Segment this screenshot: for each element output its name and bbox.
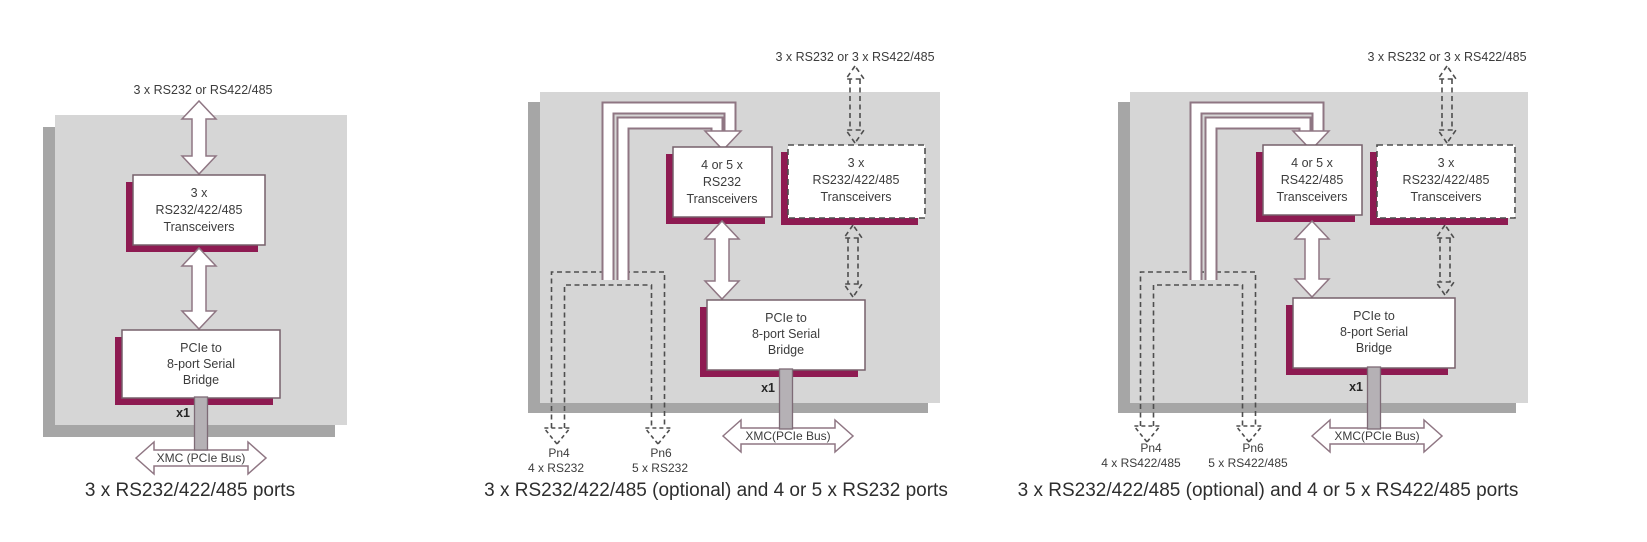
main-transceiver-line2: RS232 [703, 175, 741, 189]
pn6-arrowhead [643, 427, 673, 446]
front-io-arrow [180, 99, 218, 176]
pn6-arrowhead [1234, 425, 1264, 444]
main-transceiver-line3: Transceivers [686, 192, 757, 206]
lane-width-label: x1 [1349, 380, 1363, 394]
pn6-detail: 5 x RS422/485 [1208, 456, 1288, 470]
bridge-box [706, 299, 866, 371]
optional-transceiver-line2: RS232/422/485 [1403, 173, 1490, 187]
transceiver-bridge-arrow [1293, 219, 1331, 299]
rear-io-dashed-arrow [1436, 64, 1458, 145]
pn4-detail: 4 x RS232 [528, 461, 584, 475]
optional-transceiver-line2: RS232/422/485 [813, 173, 900, 187]
pn4-detail: 4 x RS422/485 [1101, 456, 1181, 470]
optional-transceiver-box [787, 144, 926, 219]
bridge-label-line3: Bridge [183, 373, 219, 387]
xmc-bus-label: XMC (PCIe Bus) [157, 451, 246, 465]
pn6-name: Pn6 [1242, 441, 1264, 455]
rear-io-label: 3 x RS232 or 3 x RS422/485 [775, 50, 934, 64]
lane-width-label: x1 [176, 406, 190, 420]
pn4-name: Pn4 [1140, 441, 1162, 455]
rear-pipe-inner [563, 284, 653, 428]
diagram-rs232-variant: 3 x RS232 or 3 x RS422/485 4 or 5 x RS23… [484, 50, 948, 501]
diagram-three-port: 3 x RS232 or RS422/485 3 x RS232/422/485… [43, 83, 347, 501]
lane-width-label: x1 [761, 381, 775, 395]
diagram-caption: 3 x RS232/422/485 ports [85, 480, 295, 501]
optional-transceiver-line3: Transceivers [820, 190, 891, 204]
xmc-bus-arrow [1310, 418, 1444, 454]
main-transceiver-box [672, 146, 773, 218]
main-transceiver-line1: 4 or 5 x [701, 158, 743, 172]
bridge-label-line3: Bridge [768, 343, 804, 357]
main-transceiver-line3: Transceivers [1276, 190, 1347, 204]
rear-io-dashed-arrow [844, 64, 866, 145]
rear-pipe-outer [1139, 271, 1257, 426]
transceiver-box [132, 174, 266, 246]
transceiver-bridge-arrow [180, 246, 218, 331]
diagram-caption: 3 x RS232/422/485 (optional) and 4 or 5 … [1018, 480, 1519, 501]
rear-pipe-inner [1152, 284, 1244, 426]
bridge-box [121, 329, 281, 399]
xmc-bus-arrow [721, 418, 855, 454]
transceiver-label-line2: RS232/422/485 [156, 203, 243, 217]
pcie-lane-bar [1366, 366, 1382, 430]
optional-transceiver-line1: 3 x [848, 156, 865, 170]
signal-tube-arrowhead [1291, 130, 1331, 152]
signal-tube-arrowhead [703, 130, 743, 152]
main-transceiver-box [1262, 144, 1363, 216]
xmc-bus-label: XMC(PCIe Bus) [745, 429, 830, 443]
bridge-label-line1: PCIe to [1353, 309, 1395, 323]
pn4-arrowhead [1132, 425, 1162, 444]
main-transceiver-line2: RS422/485 [1281, 173, 1344, 187]
pn6-detail: 5 x RS232 [632, 461, 688, 475]
bridge-box [1292, 297, 1456, 369]
diagram-rs422-485-variant: 3 x RS232 or 3 x RS422/485 4 or 5 x RS42… [1018, 50, 1528, 501]
optional-transceiver-box [1376, 144, 1516, 219]
bridge-label-line1: PCIe to [180, 341, 222, 355]
bridge-label-line3: Bridge [1356, 341, 1392, 355]
bridge-label-line2: 8-port Serial [752, 327, 820, 341]
transceiver-bridge-arrow [703, 219, 741, 301]
optional-bridge-dashed-arrow [1434, 223, 1456, 297]
pcie-lane-bar [778, 368, 794, 430]
bridge-label-line1: PCIe to [765, 311, 807, 325]
transceiver-label-line1: 3 x [191, 186, 208, 200]
optional-bridge-dashed-arrow [842, 223, 864, 299]
front-io-label: 3 x RS232 or RS422/485 [134, 83, 273, 97]
pn4-name: Pn4 [548, 446, 570, 460]
xmc-bus-label: XMC(PCIe Bus) [1334, 429, 1419, 443]
main-transceiver-line1: 4 or 5 x [1291, 156, 1333, 170]
transceiver-label-line3: Transceivers [163, 220, 234, 234]
pcie-lane-bar [193, 396, 209, 451]
xmc-bus-arrow [134, 440, 268, 476]
pn4-arrowhead [542, 427, 572, 446]
pn6-name: Pn6 [650, 446, 672, 460]
bridge-label-line2: 8-port Serial [167, 357, 235, 371]
optional-transceiver-line1: 3 x [1438, 156, 1455, 170]
rear-io-label: 3 x RS232 or 3 x RS422/485 [1367, 50, 1526, 64]
optional-transceiver-line3: Transceivers [1410, 190, 1481, 204]
bridge-label-line2: 8-port Serial [1340, 325, 1408, 339]
diagram-caption: 3 x RS232/422/485 (optional) and 4 or 5 … [484, 480, 948, 501]
